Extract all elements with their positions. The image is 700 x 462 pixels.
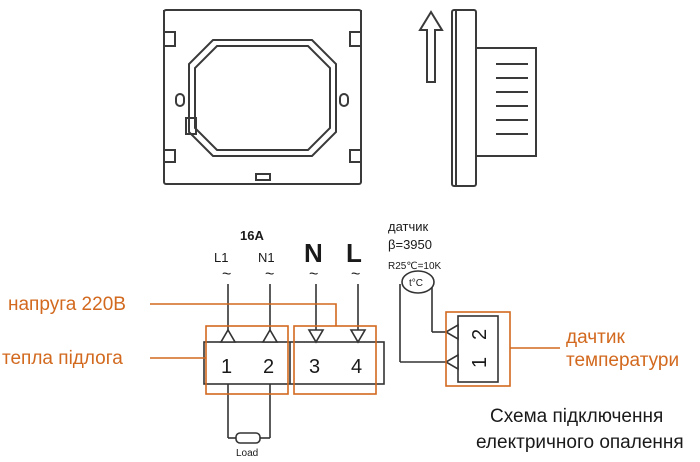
sensor-title: датчик bbox=[388, 219, 429, 234]
thermistor-symbol bbox=[401, 270, 435, 294]
caption-line1: Схема підключення bbox=[490, 406, 663, 427]
tilde-n1: ~ bbox=[265, 266, 274, 283]
callout-frames bbox=[150, 303, 560, 395]
current-rating-label: 16А bbox=[240, 228, 264, 243]
tilde-l1: ~ bbox=[222, 266, 231, 283]
sensor-beta: β=3950 bbox=[388, 237, 432, 252]
floor-callout: тепла підлога bbox=[2, 348, 123, 369]
sensor-terminal-block bbox=[444, 315, 499, 383]
sensor-terminal-number-2: 2 bbox=[469, 329, 491, 340]
terminal-number-3: 3 bbox=[309, 356, 320, 378]
l1-label: L1 bbox=[214, 250, 228, 265]
up-arrow-icon bbox=[418, 10, 444, 83]
terminal-number-4: 4 bbox=[351, 356, 362, 378]
terminal-2-arrow bbox=[261, 328, 279, 343]
load-label: Load bbox=[236, 448, 258, 459]
thermistor-label: t°C bbox=[409, 278, 423, 289]
n-label: N bbox=[304, 238, 323, 268]
sensor-terminal-number-1: 1 bbox=[469, 357, 491, 368]
n1-label: N1 bbox=[258, 250, 275, 265]
terminal-4-arrow bbox=[349, 329, 367, 344]
sensor-callout-line1: дачтик bbox=[566, 327, 625, 348]
wires bbox=[227, 284, 446, 439]
terminal-number-2: 2 bbox=[263, 356, 274, 378]
mounting-frame-front-view bbox=[163, 9, 362, 185]
terminal-3-arrow bbox=[307, 329, 325, 344]
l-label: L bbox=[346, 238, 362, 268]
sensor-terminal-arrow-2 bbox=[444, 353, 459, 371]
terminal-1-arrow bbox=[219, 328, 237, 343]
sensor-callout-line2: температури bbox=[566, 350, 679, 371]
sensor-terminal-arrow-1 bbox=[444, 323, 459, 341]
terminal-number-1: 1 bbox=[221, 356, 232, 378]
tilde-l: ~ bbox=[351, 266, 360, 283]
load-resistor bbox=[235, 432, 261, 444]
caption-line2: електричного опалення bbox=[476, 432, 684, 453]
sensor-r25: R25℃=10K bbox=[388, 261, 442, 272]
tilde-n: ~ bbox=[309, 266, 318, 283]
mounting-side-view bbox=[418, 9, 537, 187]
voltage-callout: напруга 220В bbox=[8, 294, 126, 315]
